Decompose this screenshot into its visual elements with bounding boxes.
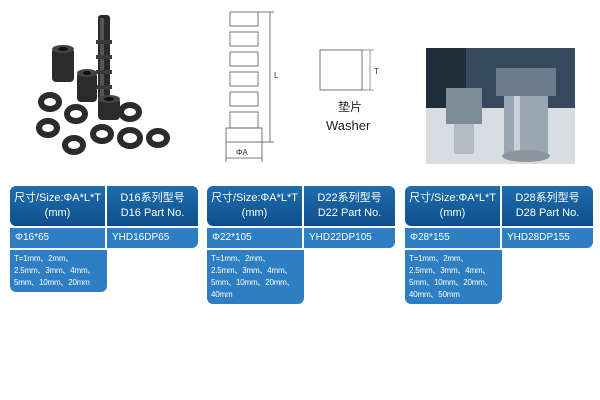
size-header-line1: 尺寸/Size:ΦA*L*T [210,192,299,204]
washer-label-en: Washer [326,118,371,133]
size-value: Φ22*105 [207,228,302,248]
thickness-options: T=1mm、2mm、2.5mm、3mm、4mm、 5mm、10mm、20mm、4… [207,250,304,304]
size-header: 尺寸/Size:ΦA*L*T (mm) [207,186,302,226]
part-header: D16系列型号 D16 Part No. [107,186,198,226]
part-header-line2: D28 Part No. [515,207,580,219]
size-value: Φ28*155 [405,228,500,248]
thickness-line2: 5mm、10mm、20mm [14,278,90,287]
part-value: YHD22DP105 [304,228,395,248]
technical-drawing: L ΦA [225,11,279,162]
thickness-line2: 5mm、10mm、20mm、40mm [211,278,295,299]
spec-table-d16: 尺寸/Size:ΦA*L*T (mm) D16系列型号 D16 Part No.… [10,186,198,292]
part-header-line1: D22系列型号 [317,192,382,204]
size-header-line2: (mm) [44,207,71,219]
size-header-line1: 尺寸/Size:ΦA*L*T [408,192,497,204]
drawing-label-diameter: ΦA [236,148,248,157]
thickness-line1: T=1mm、2mm、2.5mm、3mm、4mm、 [211,254,293,275]
thickness-options: T=1mm、2mm、2.5mm、3mm、4mm、 5mm、10mm、20mm、4… [405,250,502,304]
part-header-line2: D22 Part No. [317,207,382,219]
part-header: D22系列型号 D22 Part No. [304,186,395,226]
part-value: YHD16DP65 [107,228,198,248]
washer-drawing: T [319,49,379,91]
part-header-line1: D28系列型号 [515,192,580,204]
size-header-line2: (mm) [439,207,466,219]
washer-label-t: T [374,67,379,76]
washer-label-cn: 垫片 [338,100,363,114]
size-header: 尺寸/Size:ΦA*L*T (mm) [10,186,105,226]
size-header-line2: (mm) [241,207,268,219]
spec-table-d28: 尺寸/Size:ΦA*L*T (mm) D28系列型号 D28 Part No.… [405,186,593,304]
part-header-line1: D16系列型号 [120,192,185,204]
machine-photo [426,48,575,164]
spec-table-d22: 尺寸/Size:ΦA*L*T (mm) D22系列型号 D22 Part No.… [207,186,395,304]
thickness-options: T=1mm、2mm、2.5mm、3mm、4mm、 5mm、10mm、20mm [10,250,107,292]
product-photo-washers [36,15,170,155]
part-header: D28系列型号 D28 Part No. [502,186,593,226]
size-value: Φ16*65 [10,228,105,248]
thickness-line1: T=1mm、2mm、2.5mm、3mm、4mm、 [409,254,491,275]
thickness-line2: 5mm、10mm、20mm、40mm、50mm [409,278,493,299]
size-header-line1: 尺寸/Size:ΦA*L*T [13,192,102,204]
part-value: YHD28DP155 [502,228,593,248]
drawing-label-l: L [274,71,279,80]
thickness-line1: T=1mm、2mm、2.5mm、3mm、4mm、 [14,254,96,275]
part-header-line2: D16 Part No. [120,207,185,219]
size-header: 尺寸/Size:ΦA*L*T (mm) [405,186,500,226]
